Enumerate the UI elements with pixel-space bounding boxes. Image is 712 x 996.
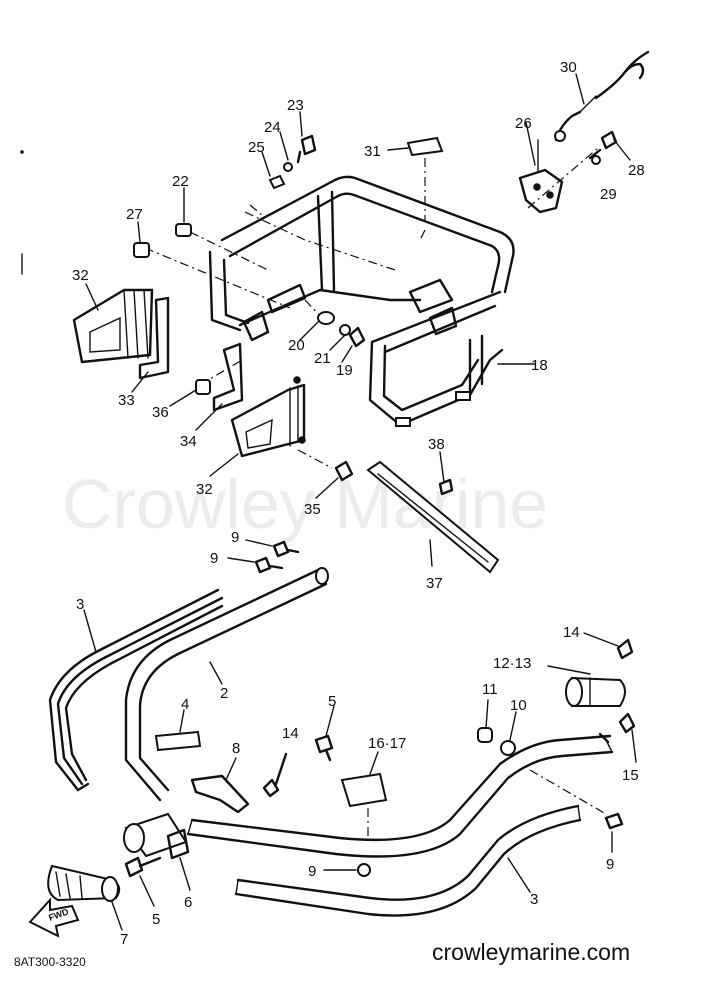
callout: 11 xyxy=(482,681,498,698)
lanyard-cord xyxy=(554,50,650,142)
callout: 33 xyxy=(118,392,135,409)
side-cover-right xyxy=(230,376,306,458)
rubber-strip-left xyxy=(48,588,224,792)
callout: 4 xyxy=(181,696,189,713)
callout: 31 xyxy=(364,143,381,160)
rubber-strip-right xyxy=(234,804,582,917)
callout: 5 xyxy=(152,911,160,928)
callout: 18 xyxy=(531,357,548,374)
callout: 28 xyxy=(628,162,645,179)
callout: 9 xyxy=(231,529,239,546)
callout: 32 xyxy=(72,267,89,284)
lock-bracket xyxy=(518,139,564,214)
callout: 12·13 xyxy=(493,655,531,672)
callout: 37 xyxy=(426,575,443,592)
diagram-code: 8AT300-3320 xyxy=(14,955,86,969)
callout: 32 xyxy=(196,481,213,498)
side-cover-left xyxy=(72,288,154,364)
callout: 38 xyxy=(428,436,445,453)
callout: 7 xyxy=(120,931,128,948)
callout: 3 xyxy=(76,596,84,613)
callout: 9 xyxy=(308,863,316,880)
callout: 14 xyxy=(563,624,580,641)
long-bar xyxy=(124,567,329,802)
callout: 15 xyxy=(622,767,639,784)
clamp-12-13 xyxy=(565,676,626,707)
fwd-arrow-icon: FWD xyxy=(28,897,80,938)
callout: 26 xyxy=(515,115,532,132)
callout: 20 xyxy=(288,337,305,354)
callout: 6 xyxy=(184,894,192,911)
callout: 9 xyxy=(606,856,614,873)
callout: 16·17 xyxy=(368,735,406,752)
callout: 2 xyxy=(220,685,228,702)
handle-frame xyxy=(208,175,515,427)
callout: 8 xyxy=(232,740,240,757)
callout: 21 xyxy=(314,350,331,367)
callout: 24 xyxy=(264,119,281,136)
site-url: crowleymarine.com xyxy=(432,939,630,965)
callout: 22 xyxy=(172,173,189,190)
lower-rail xyxy=(186,732,614,858)
callout: 10 xyxy=(510,697,527,714)
callout: 27 xyxy=(126,206,143,223)
watermark: Crowley Marine xyxy=(62,465,548,543)
callout: 14 xyxy=(282,725,299,742)
callout: 25 xyxy=(248,139,265,156)
callout: 29 xyxy=(600,186,617,203)
callout: 34 xyxy=(180,433,197,450)
callout: 30 xyxy=(560,59,577,76)
callout: 5 xyxy=(328,693,336,710)
roller xyxy=(123,812,190,860)
callout-labels: 30 23 24 25 26 31 28 29 22 27 32 20 21 1… xyxy=(72,59,645,948)
callout: 35 xyxy=(304,501,321,518)
callout: 19 xyxy=(336,362,353,379)
grip xyxy=(47,864,121,902)
callout: 23 xyxy=(287,97,304,114)
callout: 9 xyxy=(210,550,218,567)
callout: 3 xyxy=(530,891,538,908)
callout: 36 xyxy=(152,404,169,421)
